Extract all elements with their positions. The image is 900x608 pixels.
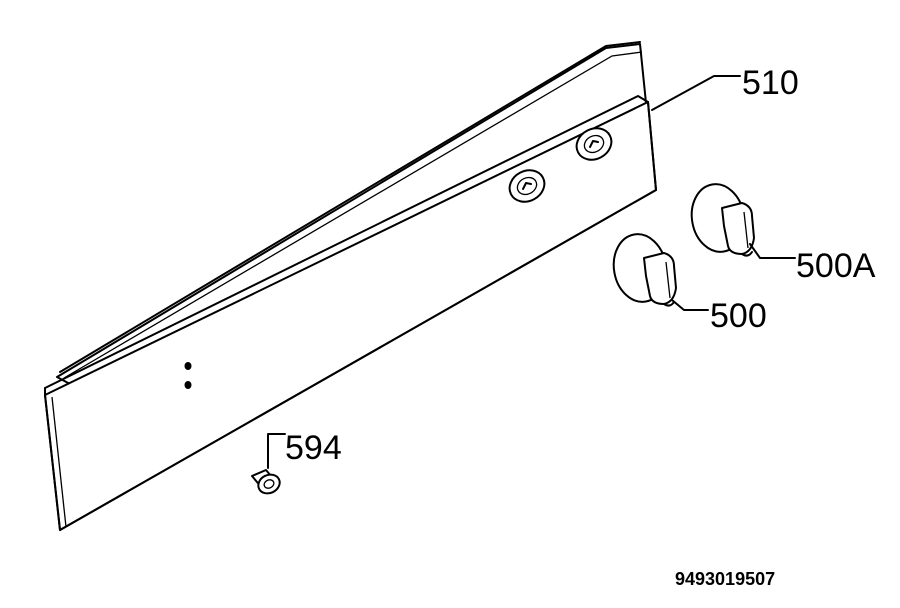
screw-594 [251, 469, 281, 495]
screw-holes [184, 362, 192, 389]
control-panel [44, 41, 657, 531]
control-knob-500a [690, 183, 755, 257]
callout-500: 500 [710, 297, 767, 335]
control-knob-500 [612, 233, 677, 307]
knob-hole-right [575, 127, 613, 161]
callout-510: 510 [742, 64, 799, 102]
callout-594: 594 [285, 429, 342, 467]
callout-500a: 500A [796, 247, 876, 285]
knob-hole-left [508, 169, 546, 203]
leader-lines [267, 75, 796, 469]
document-number: 9493019507 [675, 569, 775, 589]
